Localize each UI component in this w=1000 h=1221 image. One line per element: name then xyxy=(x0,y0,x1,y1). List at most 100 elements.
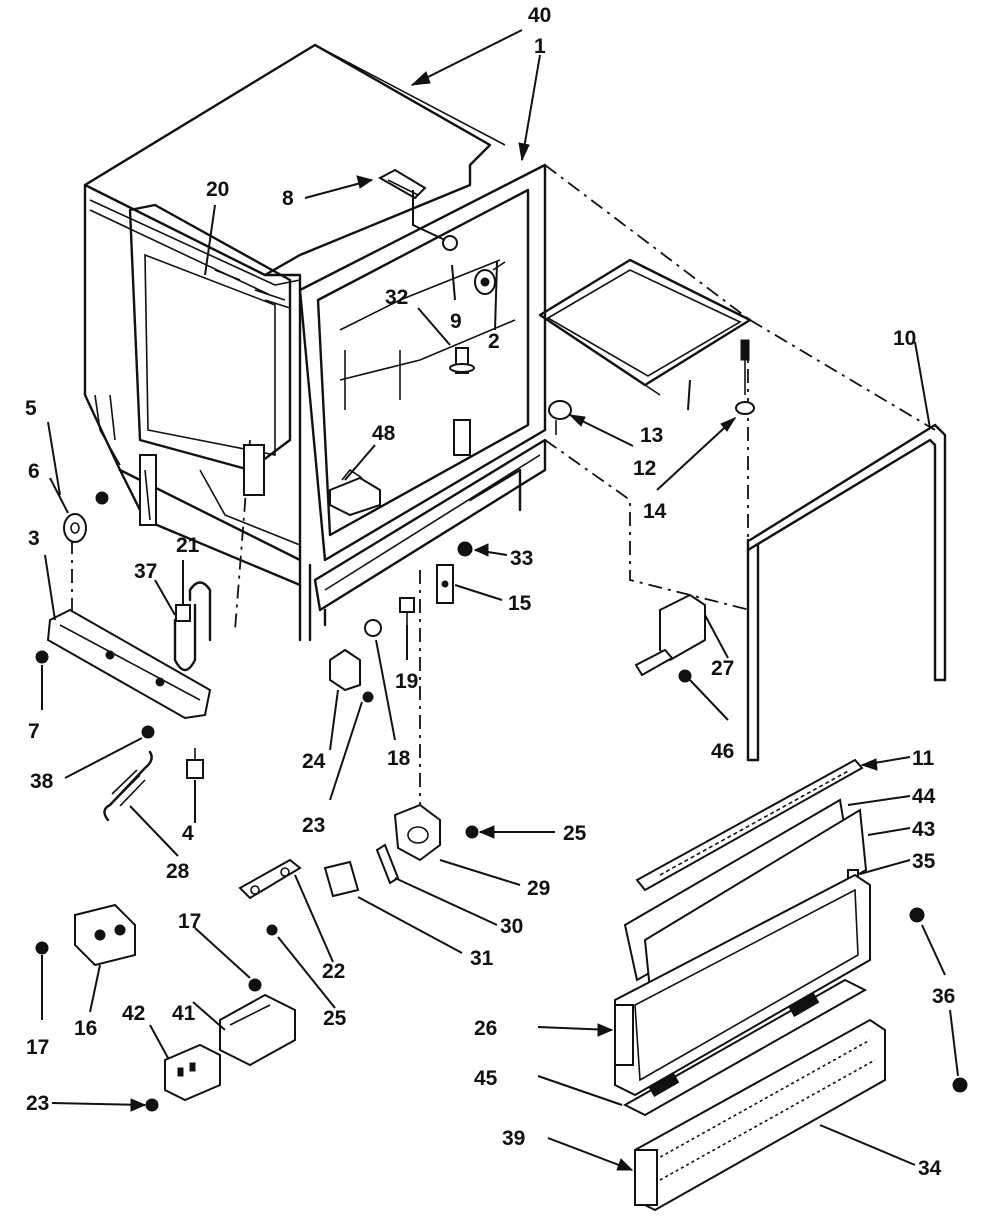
callout-21: 21 xyxy=(176,534,200,557)
callout-12: 12 xyxy=(633,457,656,480)
callout-13: 13 xyxy=(640,424,663,447)
panel-43 xyxy=(643,808,868,992)
screw-36b xyxy=(952,1077,968,1093)
nut-9 xyxy=(442,235,458,251)
callout-25a: 25 xyxy=(563,822,587,845)
spring-28 xyxy=(103,750,153,822)
bracket-15 xyxy=(436,564,454,604)
frame-rail-10 xyxy=(746,423,947,762)
callout-20: 20 xyxy=(206,178,229,201)
callout-31: 31 xyxy=(470,947,494,970)
nut-19 xyxy=(399,597,415,625)
callout-44: 44 xyxy=(912,785,936,808)
callout-15: 15 xyxy=(508,592,532,615)
callout-7: 7 xyxy=(28,720,40,743)
callout-19: 19 xyxy=(395,670,418,693)
screw-38 xyxy=(141,725,155,739)
strip-11 xyxy=(635,758,864,892)
callout-45: 45 xyxy=(474,1067,498,1090)
callout-38: 38 xyxy=(30,770,54,793)
screw-7 xyxy=(35,650,49,664)
bracket-48 xyxy=(329,468,381,517)
bracket-8 xyxy=(377,168,427,200)
callout-14: 14 xyxy=(643,500,667,523)
fitting-12 xyxy=(548,400,572,435)
tub-frame-1 xyxy=(298,163,547,627)
tub-body xyxy=(83,43,492,642)
block-16 xyxy=(74,903,136,967)
callout-42: 42 xyxy=(122,1002,145,1025)
nut-33 xyxy=(457,541,473,557)
callout-16: 16 xyxy=(74,1017,97,1040)
callout-17b: 17 xyxy=(178,910,201,933)
float-32 xyxy=(449,347,475,456)
callout-36: 36 xyxy=(932,985,955,1008)
callout-39: 39 xyxy=(502,1127,525,1150)
callout-5: 5 xyxy=(25,397,37,420)
top-shield-40 xyxy=(314,44,506,146)
latch-29 xyxy=(393,803,441,862)
callout-2: 2 xyxy=(488,330,500,353)
nut-18 xyxy=(364,619,382,637)
foot-4 xyxy=(186,748,204,779)
callout-23b: 23 xyxy=(26,1092,49,1115)
callout-29: 29 xyxy=(527,877,550,900)
callout-27: 27 xyxy=(711,657,734,680)
screw-17b xyxy=(248,978,262,992)
screw-25b xyxy=(266,924,278,936)
screw-17a xyxy=(35,941,49,955)
callout-34: 34 xyxy=(918,1157,942,1180)
callout-6: 6 xyxy=(28,460,40,483)
screw-23b xyxy=(145,1098,159,1112)
bracket-27 xyxy=(659,593,706,662)
callout-40: 40 xyxy=(528,4,551,27)
callout-11: 11 xyxy=(912,747,935,770)
rail-3 xyxy=(46,608,212,720)
screw-25a xyxy=(465,825,479,839)
callout-30: 30 xyxy=(500,915,523,938)
leader-lines xyxy=(41,29,959,1171)
callout-labels: 40 1 8 20 9 2 32 48 12 13 14 10 5 6 3 21… xyxy=(25,4,955,1180)
link-22 xyxy=(238,858,302,900)
fitting-2 xyxy=(474,261,506,295)
callout-24: 24 xyxy=(302,750,326,773)
insulation-pad-13 xyxy=(538,258,752,396)
connector-42 xyxy=(164,1043,221,1102)
screw-36a xyxy=(909,907,925,923)
callout-22: 22 xyxy=(322,960,345,983)
bracket-41 xyxy=(219,993,296,1067)
callout-1: 1 xyxy=(534,35,546,58)
washer-6 xyxy=(63,513,87,543)
grommet-14 xyxy=(735,339,755,415)
clip-46 xyxy=(634,648,692,683)
callout-28: 28 xyxy=(166,860,190,883)
switch-24 xyxy=(329,648,361,692)
callout-10: 10 xyxy=(893,327,916,350)
frame-26 xyxy=(614,873,871,1097)
kick-plate-34 xyxy=(634,1018,886,1212)
callout-43: 43 xyxy=(912,818,935,841)
callout-17a: 17 xyxy=(26,1036,49,1059)
plate-31 xyxy=(323,860,360,898)
callout-4: 4 xyxy=(182,822,194,845)
callout-18: 18 xyxy=(387,747,411,770)
callout-3: 3 xyxy=(28,527,40,550)
screw-23a xyxy=(362,691,374,703)
side-clip xyxy=(139,444,265,526)
screw-5 xyxy=(95,491,109,505)
callout-23a: 23 xyxy=(302,814,325,837)
callout-26: 26 xyxy=(474,1017,497,1040)
lever-30 xyxy=(375,843,400,885)
callout-33: 33 xyxy=(510,547,533,570)
callout-8: 8 xyxy=(282,187,294,210)
callout-25b: 25 xyxy=(323,1007,347,1030)
hose-37 xyxy=(173,581,212,672)
grille-45 xyxy=(622,978,868,1117)
callout-32: 32 xyxy=(385,286,408,309)
callout-46: 46 xyxy=(711,740,734,763)
callout-35: 35 xyxy=(912,850,936,873)
callout-9: 9 xyxy=(450,310,462,333)
callout-37: 37 xyxy=(134,560,157,583)
callout-41: 41 xyxy=(172,1002,196,1025)
